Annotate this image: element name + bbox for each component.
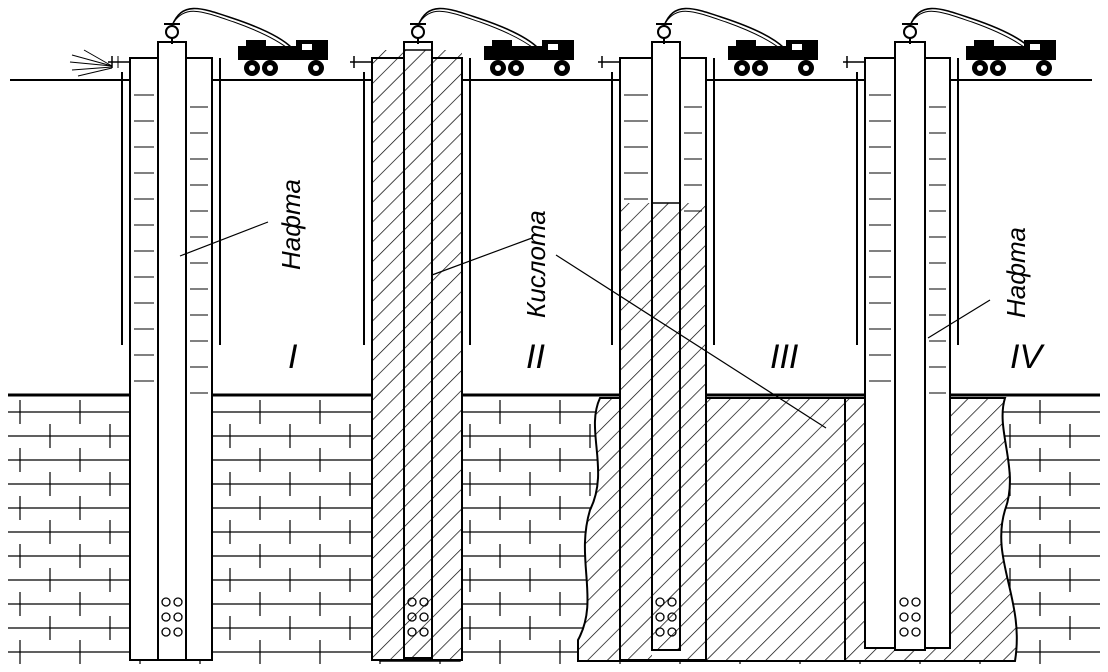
label-acid: Кислота <box>521 210 551 318</box>
pump-truck-icon <box>238 40 328 76</box>
pump-trucks-group <box>238 40 1056 76</box>
well-tubing <box>894 41 926 651</box>
annulus-acid-fill <box>432 50 462 660</box>
tubing-acid-fill <box>403 49 433 659</box>
label-oil-well-1: Нафта <box>276 179 306 270</box>
hose-line <box>909 7 1031 49</box>
perforation-holes <box>407 597 429 637</box>
stage-label-1: I <box>288 338 298 376</box>
annulus-acid-fill <box>372 50 404 660</box>
well-1 <box>108 7 293 661</box>
pump-truck-icon <box>484 40 574 76</box>
well-3 <box>598 7 785 661</box>
annulus-marks <box>869 94 946 394</box>
pump-truck-icon <box>728 40 818 76</box>
oil-spray-icon <box>69 49 124 77</box>
well-tubing <box>157 41 187 661</box>
well-2 <box>350 7 539 661</box>
stage-label-2: II <box>526 338 545 376</box>
pump-truck-icon <box>966 40 1056 76</box>
stage-label-3: III <box>770 338 799 376</box>
perforation-holes <box>655 597 677 637</box>
annulus-marks <box>624 94 702 212</box>
annulus-acid-fill <box>620 203 652 660</box>
stage-label-4: IV <box>1010 338 1045 376</box>
hose-line <box>663 7 785 49</box>
hose-line <box>417 7 539 49</box>
perforation-holes <box>161 597 183 637</box>
leader-lines <box>179 221 991 429</box>
wellhead-valve-icon <box>165 25 179 39</box>
wellhead-valve-icon <box>657 25 671 39</box>
wellhead-valve-icon <box>903 25 917 39</box>
perforation-holes <box>899 597 921 637</box>
wells-group <box>108 7 1031 661</box>
hose-line <box>171 7 293 49</box>
annulus-marks <box>134 94 208 394</box>
label-oil-well-4: Нафта <box>1001 227 1031 318</box>
wellhead-valve-icon <box>411 25 425 39</box>
well-4 <box>843 7 1031 651</box>
tubing-acid-fill <box>651 202 681 651</box>
annulus-acid-fill <box>680 203 706 660</box>
